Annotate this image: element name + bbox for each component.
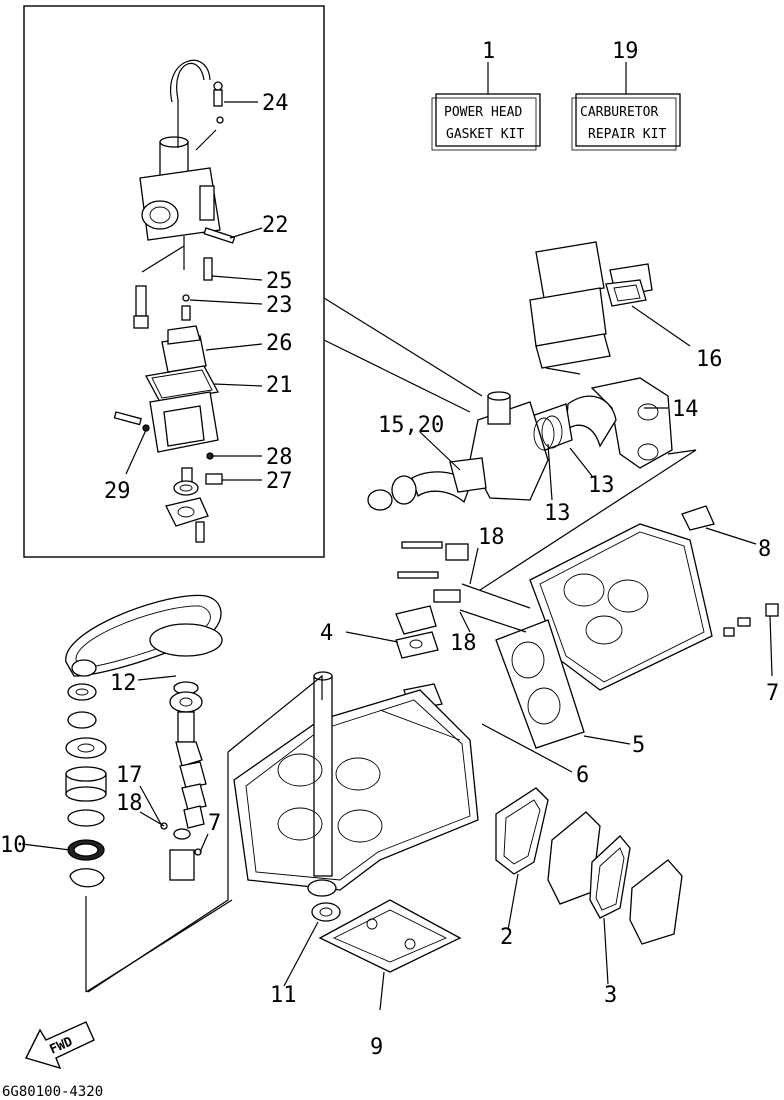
- callout-18: 18: [450, 631, 477, 656]
- cylinder-head-cover: [529, 505, 779, 691]
- power-head-gasket-kit-box: 1 POWER HEAD GASKET KIT: [431, 39, 541, 151]
- callout-12: 12: [110, 671, 137, 696]
- callout-21: 21: [266, 373, 293, 398]
- callout-24: 24: [262, 91, 289, 116]
- timing-belt-and-crank-parts: [65, 594, 223, 888]
- callout-10: 10: [0, 833, 27, 858]
- callout-13: 13: [588, 473, 615, 498]
- carburetor-assembly: [113, 59, 236, 543]
- callout-8: 8: [758, 537, 771, 562]
- callout-29: 29: [104, 479, 131, 504]
- carburetor-repair-kit-box: 19 CARBURETOR REPAIR KIT: [571, 39, 681, 151]
- kit-label-line2: REPAIR KIT: [588, 127, 666, 142]
- kit-label-line2: GASKET KIT: [446, 127, 524, 142]
- callout-2: 2: [500, 925, 513, 950]
- kit-label-line1: CARBURETOR: [580, 105, 658, 120]
- callout-13: 13: [544, 501, 571, 526]
- exhaust-gaskets: [311, 787, 683, 973]
- cylinder-block: [233, 671, 479, 897]
- callout-18: 18: [116, 791, 143, 816]
- callout-1: 1: [482, 39, 495, 64]
- reed-valve-assembly: [367, 241, 691, 511]
- callout-3: 3: [604, 983, 617, 1008]
- callout-14: 14: [672, 397, 699, 422]
- callout-15-20: 15,20: [378, 413, 444, 438]
- carburetor-detail-frame: [23, 5, 325, 558]
- callout-7: 7: [208, 811, 221, 836]
- callout-18: 18: [478, 525, 505, 550]
- callout-17: 17: [116, 763, 143, 788]
- callout-5: 5: [632, 733, 645, 758]
- callout-27: 27: [266, 469, 293, 494]
- callout-23: 23: [266, 293, 293, 318]
- callout-11: 11: [270, 983, 297, 1008]
- callout-28: 28: [266, 445, 293, 470]
- callout-26: 26: [266, 331, 293, 356]
- fwd-arrow-icon: FWD: [24, 1021, 95, 1070]
- callout-9: 9: [370, 1035, 383, 1060]
- thermostat-parts: [395, 541, 531, 711]
- callout-22: 22: [262, 213, 289, 238]
- callout-16: 16: [696, 347, 723, 372]
- callout-19: 19: [612, 39, 639, 64]
- callout-7: 7: [766, 681, 779, 706]
- diagram-code: 6G80100-4320: [2, 1084, 103, 1100]
- callout-4: 4: [320, 621, 333, 646]
- kit-label-line1: POWER HEAD: [444, 105, 522, 120]
- head-gasket: [495, 619, 631, 749]
- callout-6: 6: [576, 763, 589, 788]
- callout-25: 25: [266, 269, 293, 294]
